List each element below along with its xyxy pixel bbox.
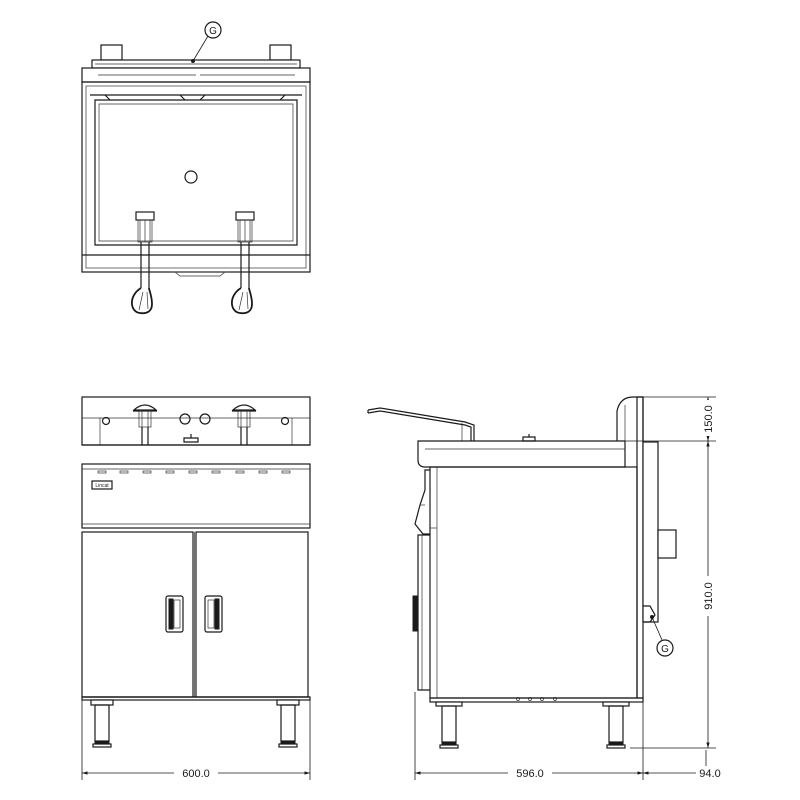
top-outer-body — [81, 81, 311, 273]
basket-rod — [367, 407, 475, 441]
body-height-dimension: 910.0 — [703, 582, 715, 610]
rear-duct — [642, 441, 659, 623]
left-flue-stack — [100, 44, 123, 61]
control-indicators — [97, 470, 291, 474]
drain-hole — [184, 170, 198, 184]
front-view: Lincat — [81, 396, 311, 780]
side-door-profile — [417, 534, 430, 691]
right-door-handle — [204, 595, 223, 633]
brand-logo-text: Lincat — [95, 483, 109, 489]
front-basket-left — [132, 404, 158, 445]
gas-connection-callout-side — [656, 639, 674, 657]
right-flue-stack — [269, 44, 292, 61]
front-basket-right — [231, 404, 257, 445]
basket-handle-left — [130, 211, 155, 315]
fry-tank — [94, 99, 298, 246]
left-door-handle — [165, 595, 184, 633]
gas-label-top: G — [209, 26, 217, 37]
rear-extra-dimension: 94.0 — [699, 768, 720, 780]
rear-plate — [636, 396, 644, 699]
side-view: G 596.0 94.0 — [367, 396, 726, 780]
rear-connection-box — [657, 529, 677, 559]
side-control-bulge — [414, 469, 430, 535]
top-knob — [280, 416, 290, 426]
front-right-leg — [276, 699, 300, 748]
gas-inlet — [643, 605, 656, 623]
gas-connection-callout-top — [204, 21, 222, 39]
brand-badge — [91, 480, 113, 490]
basket-handle-right — [230, 211, 255, 315]
side-rear-leg — [602, 701, 630, 749]
side-body — [429, 466, 638, 699]
top-view: G — [81, 21, 311, 315]
side-front-leg — [435, 701, 463, 749]
top-knob — [179, 413, 191, 425]
top-height-dimension: 150.0 — [703, 405, 715, 433]
front-left-leg — [90, 699, 114, 748]
control-panel — [81, 463, 311, 529]
top-knob — [199, 413, 211, 425]
gas-label-side: G — [661, 644, 669, 655]
side-door-handle — [412, 595, 419, 632]
depth-dimension: 596.0 — [516, 768, 544, 780]
lid-knob — [183, 437, 199, 443]
top-knob — [101, 416, 111, 426]
side-top-panel — [417, 440, 626, 468]
width-dimension: 600.0 — [182, 768, 210, 780]
side-backsplash — [616, 396, 644, 441]
